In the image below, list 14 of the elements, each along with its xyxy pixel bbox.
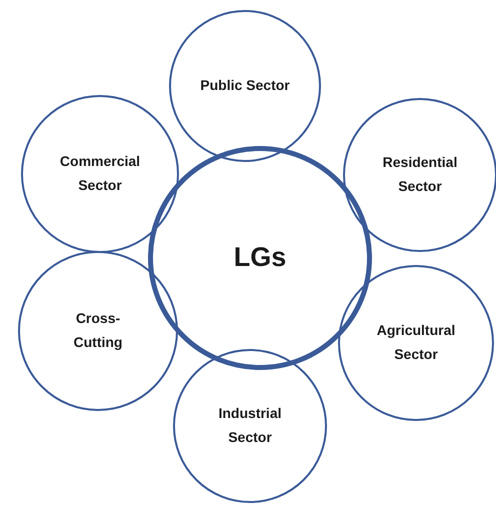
sector-label: Agricultural Sector [376,321,456,364]
circle [343,98,496,252]
sector-label: Residential Sector [382,153,458,196]
circle [169,10,321,162]
sector-label: Commercial Sector [58,152,142,195]
sector-label: Industrial Sector [217,404,282,447]
circle [148,146,372,370]
circle [173,349,327,503]
center-label: LGs [234,241,286,274]
circle [338,265,494,421]
sector-label: Cross-Cutting [72,309,124,352]
circle [18,251,178,411]
sector-label: Public Sector [200,76,290,96]
circle [21,95,179,253]
